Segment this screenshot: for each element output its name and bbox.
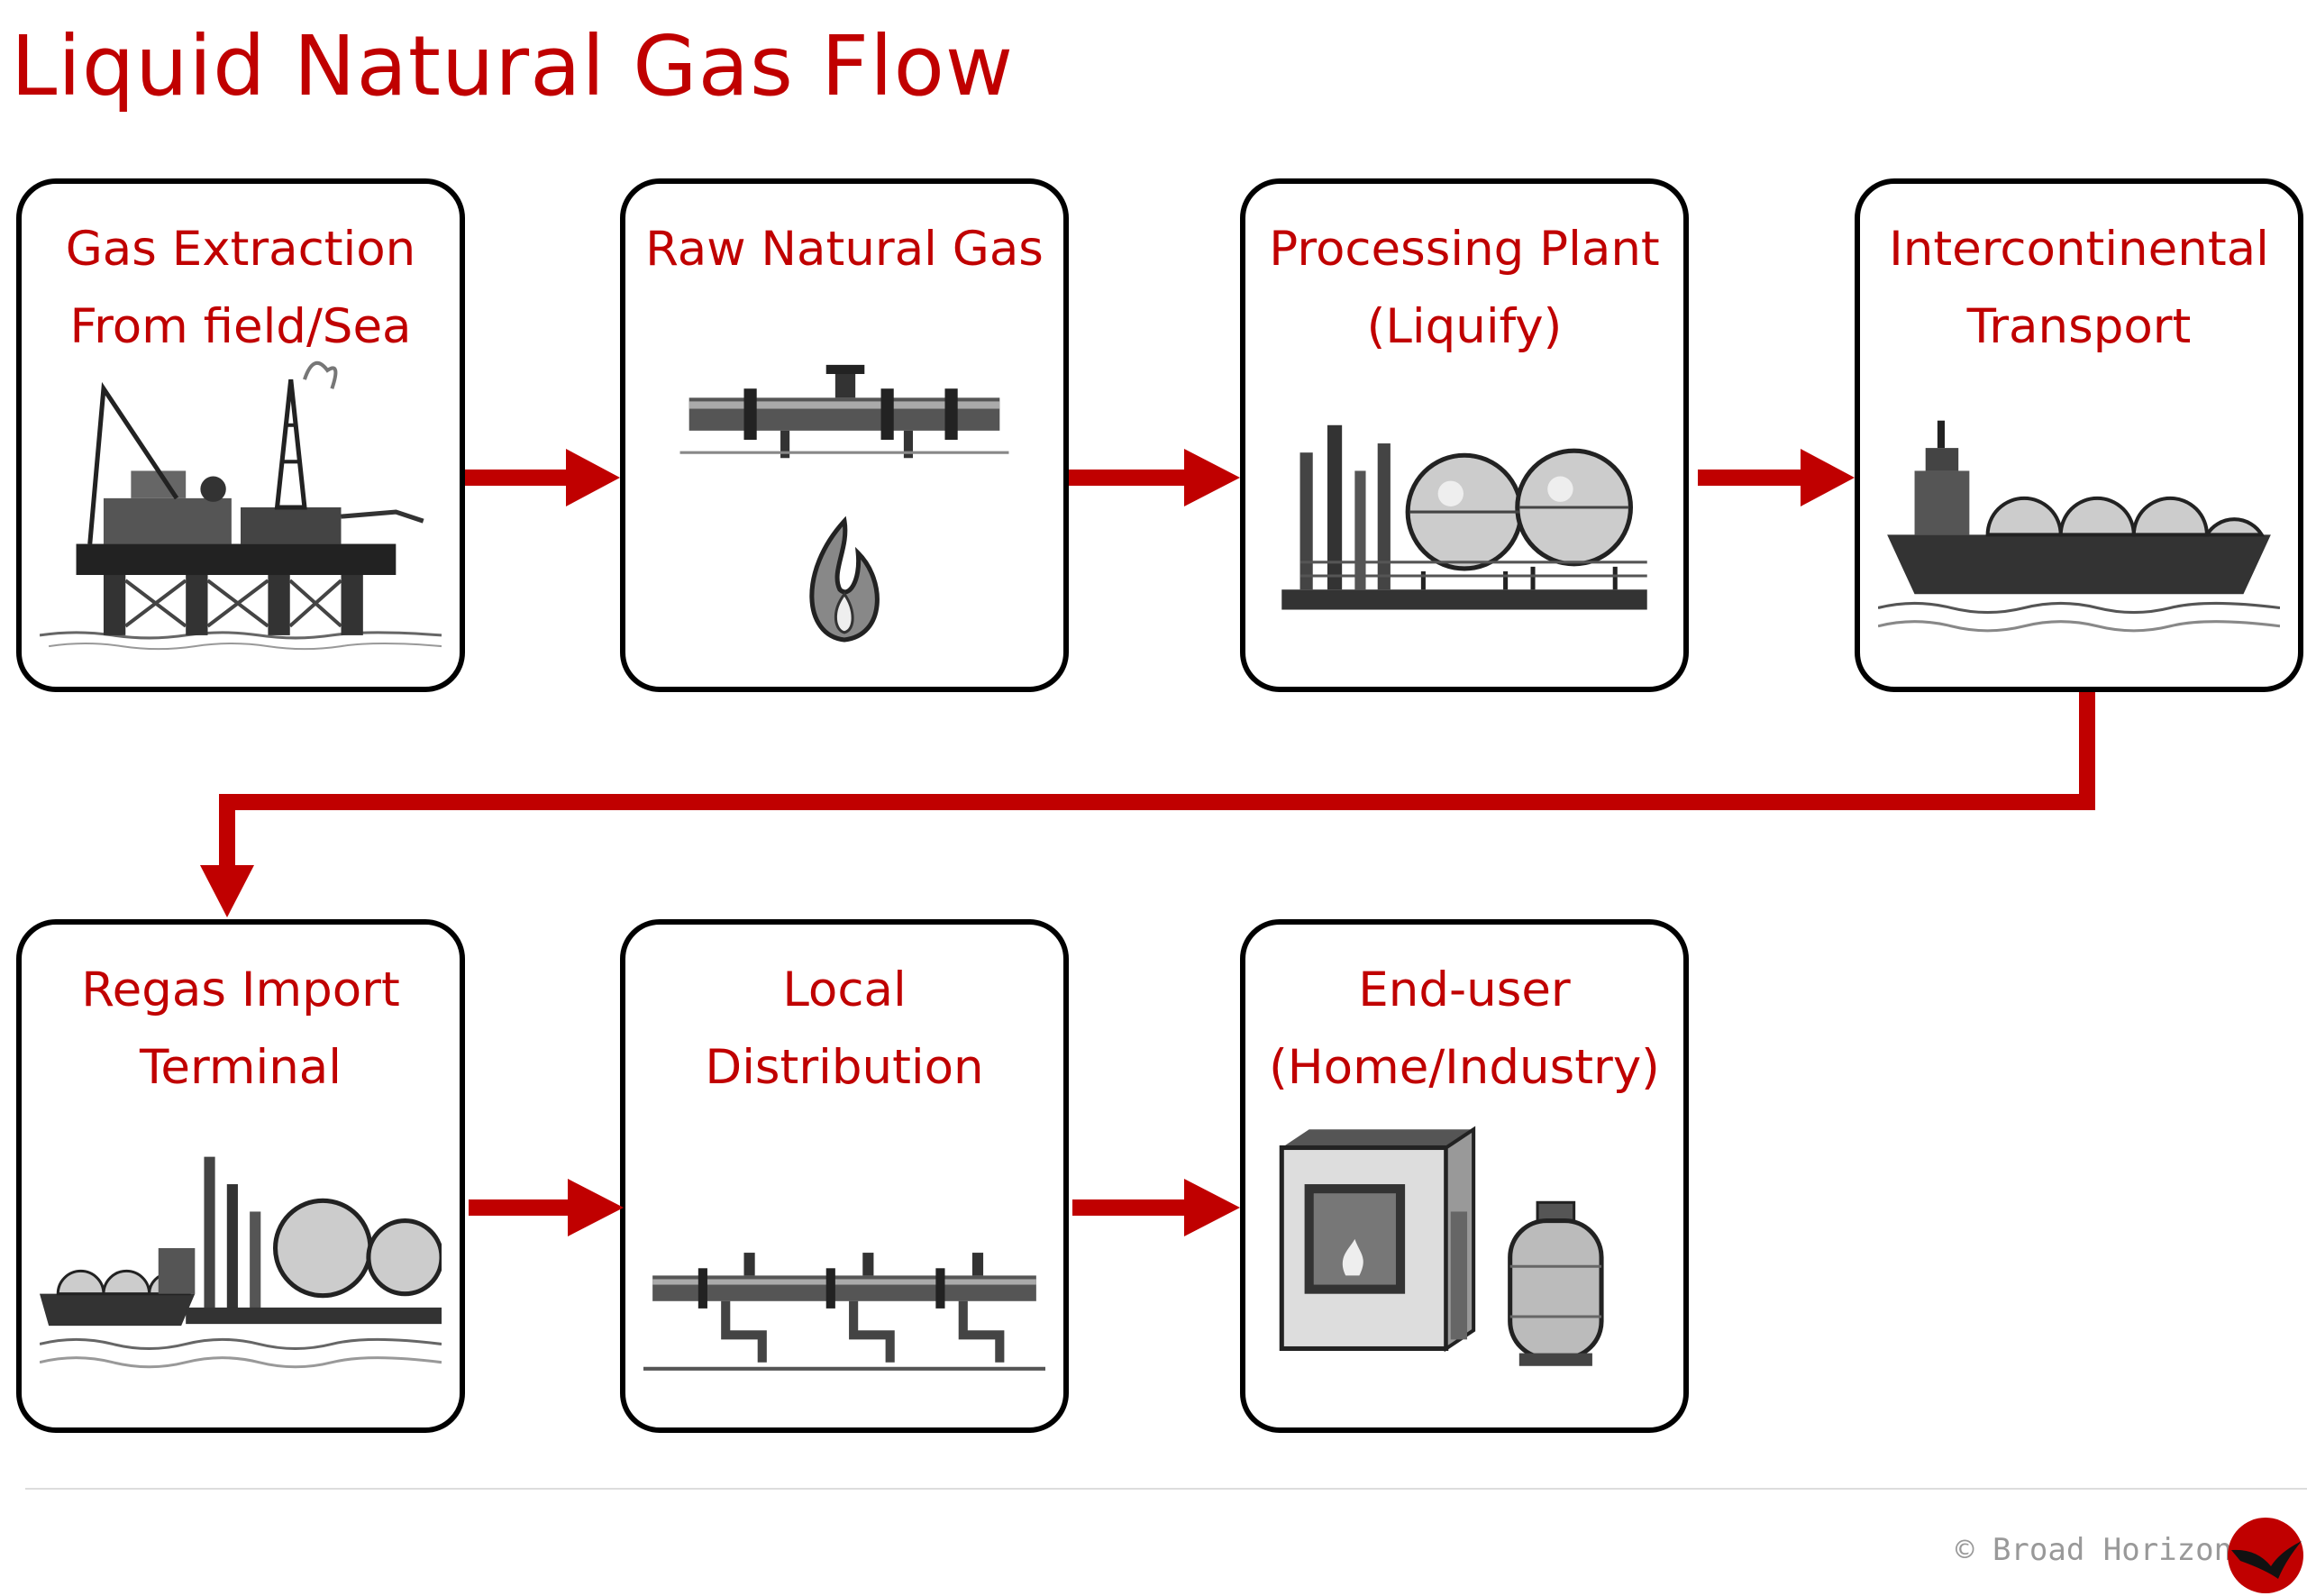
pipeline-and-flame-icon	[643, 355, 1045, 660]
stage-gas-extraction: Gas Extraction From field/Sea	[16, 178, 465, 692]
stage-local-distribution: Local Distribution	[620, 919, 1069, 1433]
diagram-title: Liquid Natural Gas Flow	[11, 18, 1015, 114]
lng-plant-icon	[1263, 355, 1665, 660]
stage-label: Raw Natural Gas	[645, 222, 1044, 277]
stage-label: Processing Plant (Liquify)	[1269, 222, 1660, 354]
broad-horizon-bird-logo-icon	[2228, 1518, 2303, 1593]
footer-divider	[25, 1488, 2307, 1490]
distribution-pipes-icon	[643, 1096, 1045, 1400]
lng-tanker-ship-icon	[1878, 355, 2280, 660]
stage-label: Gas Extraction From field/Sea	[65, 222, 416, 354]
stage-processing-plant: Processing Plant (Liquify)	[1240, 178, 1689, 692]
copyright-credit: © Broad Horizon	[1956, 1532, 2233, 1568]
stage-regas-import-terminal: Regas Import Terminal	[16, 919, 465, 1433]
stage-label: Regas Import Terminal	[81, 962, 400, 1095]
house-and-gas-cylinder-icon	[1263, 1096, 1665, 1400]
import-terminal-icon	[40, 1096, 442, 1400]
offshore-platform-icon	[40, 355, 442, 660]
stage-label: End-user (Home/Industry)	[1269, 962, 1660, 1095]
stage-label: Local Distribution	[705, 962, 984, 1095]
stage-raw-natural-gas: Raw Natural Gas	[620, 178, 1069, 692]
stage-label: Intercontinental Transport	[1889, 222, 2269, 354]
stage-end-user: End-user (Home/Industry)	[1240, 919, 1689, 1433]
arrow-transport-to-regas	[219, 692, 2095, 867]
stage-intercontinental-transport: Intercontinental Transport	[1855, 178, 2303, 692]
